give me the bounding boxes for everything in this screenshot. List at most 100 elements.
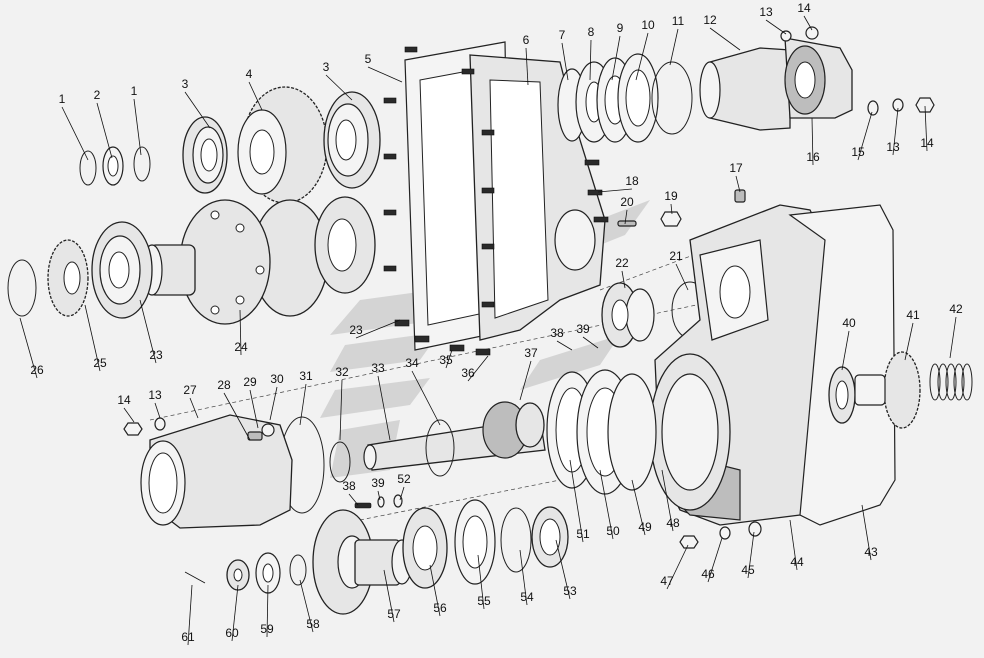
gear-upper [237,86,328,204]
leader-line-c31 [299,383,307,426]
leader-line-c30 [269,386,278,421]
snap-ring-right [133,146,151,182]
leader-line-c56 [429,564,441,617]
callout-c26: 26 [30,363,44,377]
callout-c30: 30 [270,372,284,386]
callout-c29: 29 [243,375,257,389]
callout-c25: 25 [93,356,107,370]
callout-c22: 22 [615,256,629,270]
callout-c20: 20 [620,195,634,209]
hardware-lower-right [679,521,762,549]
callout-c14a: 14 [797,1,811,15]
callout-c7: 7 [559,28,566,42]
callout-c5: 5 [365,52,372,66]
gasket-set-lower [546,369,657,495]
leader-line-c39a [582,336,599,349]
washer-13-left [154,417,166,431]
front-cover-plate [649,353,731,511]
cotter-pin-61 [184,571,206,584]
callout-c18: 18 [625,174,639,188]
leader-line-c15 [857,111,873,161]
leader-line-c24 [239,309,242,356]
leader-line-c9 [611,35,621,81]
sleeve-housing [699,47,791,131]
callout-c6: 6 [523,33,530,47]
leader-line-c13a [765,19,787,35]
drive-flange [312,509,413,615]
callout-c34: 34 [405,356,419,370]
leader-line-c14b [924,105,928,152]
callout-c12: 12 [703,13,717,27]
housing-studs [383,46,609,356]
leader-line-c23b [355,319,401,339]
output-flange-upper [780,26,853,119]
o-ring-58 [289,554,307,586]
bearing-diff-right [314,196,376,294]
leader-line-c20 [624,209,628,225]
callout-c37: 37 [524,346,538,360]
callout-c21: 21 [669,249,683,263]
callout-c39b: 39 [371,476,385,490]
callout-c58: 58 [306,617,320,631]
leader-line-c6 [525,47,529,86]
leader-line-c27 [189,397,199,419]
callout-c60: 60 [225,626,239,640]
leader-line-c1b [133,98,142,156]
callout-c61: 61 [181,630,195,644]
sensor-ring [102,146,124,186]
leader-line-c50 [599,469,614,540]
callout-c23b: 23 [349,323,363,337]
callout-c3b: 3 [323,60,330,74]
bevel-gear-41 [854,351,921,429]
leader-line-c42 [949,316,957,359]
leader-line-c52 [399,486,405,501]
callout-c2: 2 [94,88,101,102]
callout-c17: 17 [729,161,743,175]
callout-c13c: 13 [148,388,162,402]
callout-c41: 41 [906,308,920,322]
bearing-right [323,91,381,189]
leader-line-c2 [96,102,113,159]
retaining-ring-left [7,259,37,317]
seal-53 [531,506,569,568]
leader-line-c60 [231,584,239,642]
washer-nut-set-right [867,97,935,116]
callout-c47: 47 [660,574,674,588]
differential-housing [141,199,329,325]
leader-line-c49 [631,479,646,536]
leader-line-c3b [325,74,353,101]
callout-c36: 36 [461,366,475,380]
nut-19 [660,211,682,227]
callout-c14b: 14 [920,136,934,150]
leader-line-c25 [84,304,101,372]
leader-line-c34 [411,370,441,426]
leader-line-c32 [339,379,343,441]
ring-34 [425,419,455,477]
callout-c59: 59 [260,622,274,636]
leader-line-c44 [789,519,798,571]
callout-c28: 28 [217,378,231,392]
bevel-gear-left [47,239,89,317]
callout-c23a: 23 [149,348,163,362]
callout-c9: 9 [617,21,624,35]
bearing-left [182,116,228,194]
bearing-diff-left [91,221,153,319]
seal-40 [828,366,856,424]
leader-line-c21 [675,263,689,291]
leader-line-c29 [249,389,259,429]
output-housing-left [140,414,293,529]
callout-c50: 50 [606,524,620,538]
callout-c54: 54 [520,590,534,604]
leader-line-c7 [561,42,569,81]
callout-c8: 8 [588,25,595,39]
callout-c43: 43 [864,545,878,559]
seal-housing-56 [402,507,448,589]
leader-line-c5 [367,66,403,83]
callout-c53: 53 [563,584,577,598]
leader-line-c36 [467,355,489,382]
callout-c38a: 38 [550,326,564,340]
leader-line-c37 [519,360,532,401]
callout-c42: 42 [949,302,963,316]
leader-line-c13b [892,107,899,156]
